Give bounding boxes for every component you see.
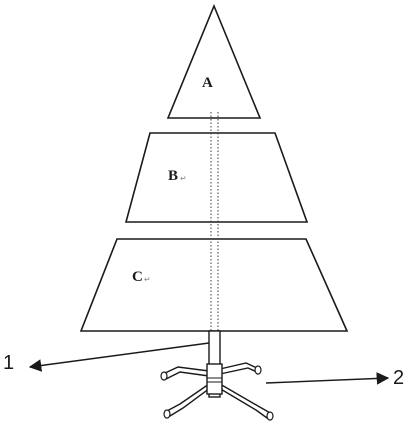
callout-1-arrow	[28, 342, 210, 372]
tier-c-panel	[79, 238, 349, 332]
tier-c-return-mark: ↵	[144, 275, 151, 284]
tier-a-panel	[166, 3, 262, 119]
center-pole-hidden	[210, 112, 219, 338]
tier-c-label: C	[132, 269, 143, 285]
callout-1-label: 1	[3, 352, 14, 374]
callout-2-arrow	[265, 372, 390, 385]
tier-b-panel	[124, 132, 309, 223]
tier-b-label: B	[168, 168, 178, 184]
tree-stand-base	[160, 362, 274, 421]
tier-a-label: A	[202, 75, 213, 91]
callout-2-label: 2	[393, 367, 404, 389]
tier-b-return-mark: ↵	[180, 174, 187, 183]
